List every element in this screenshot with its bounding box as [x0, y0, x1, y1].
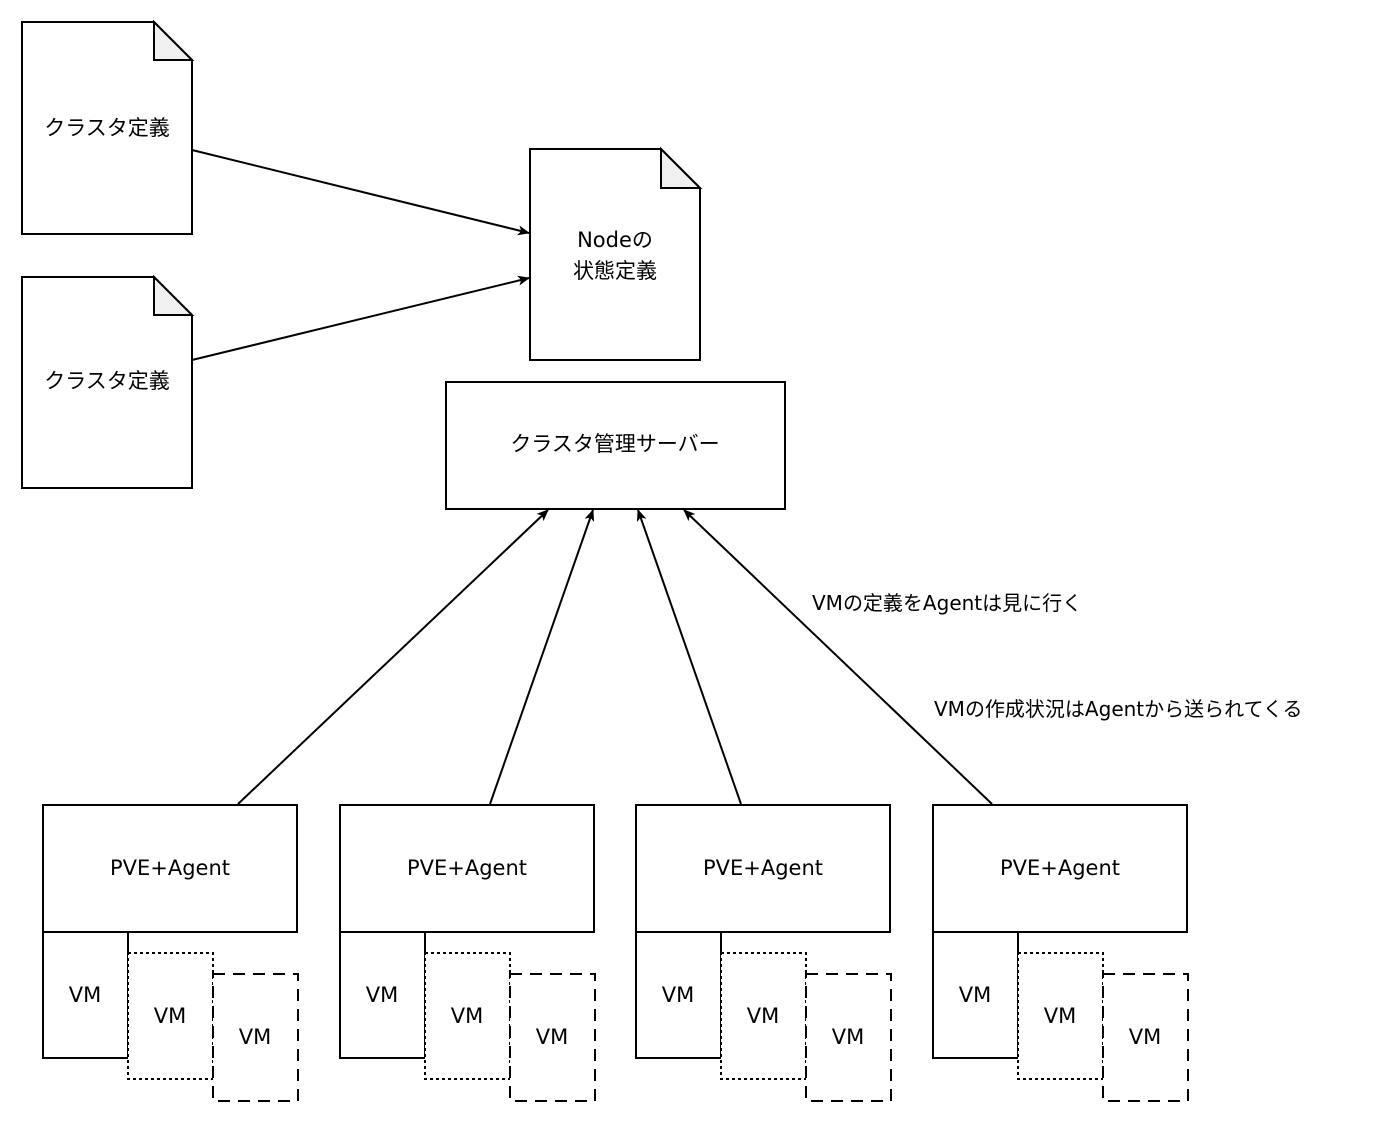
- node-state-label-line-1: Nodeの: [577, 228, 653, 252]
- cluster-management-server: クラスタ管理サーバー: [445, 381, 786, 510]
- vm-label: VM: [366, 983, 398, 1007]
- node-state-label-line-2: 状態定義: [573, 259, 657, 283]
- host-label: PVE+Agent: [110, 856, 230, 880]
- cluster-definition-document-1: クラスタ定義: [21, 19, 195, 235]
- pve-agent-host-4: PVE+Agent VM VM VM: [932, 804, 1189, 1102]
- vm-box-solid: [42, 931, 129, 1059]
- folded-corner-icon: [660, 146, 703, 189]
- vm-box-dotted: [424, 952, 511, 1080]
- vm-box-dotted: [720, 952, 807, 1080]
- vm-label: VM: [154, 1004, 186, 1028]
- folded-corner-icon: [153, 19, 195, 61]
- arrow-host3-to-server: [636, 509, 742, 805]
- vm-label: VM: [959, 983, 991, 1007]
- arrow-host2-to-server: [489, 509, 595, 805]
- vm-label: VM: [451, 1004, 483, 1028]
- vm-status-note: VMの作成状況はAgentから送られてくる: [934, 697, 1303, 721]
- vm-box-dashed: [509, 973, 596, 1102]
- folded-corner-icon: [153, 274, 195, 316]
- server-label: クラスタ管理サーバー: [510, 432, 719, 456]
- vm-box-dashed: [805, 973, 892, 1102]
- vm-label: VM: [1129, 1025, 1161, 1049]
- vm-label: VM: [747, 1004, 779, 1028]
- vm-box-solid: [339, 931, 426, 1059]
- vm-label: VM: [662, 983, 694, 1007]
- cluster-definition-label: クラスタ定義: [44, 369, 170, 393]
- vm-definition-note: VMの定義をAgentは見に行く: [812, 591, 1082, 615]
- vm-box-dotted: [127, 952, 214, 1080]
- arrow-def1-to-node-state: [191, 149, 530, 236]
- host-label: PVE+Agent: [407, 856, 527, 880]
- vm-box-dotted: [1017, 952, 1104, 1080]
- pve-agent-host-2: PVE+Agent VM VM VM: [339, 804, 596, 1102]
- vm-label: VM: [536, 1025, 568, 1049]
- arrow-def2-to-node-state: [191, 275, 530, 361]
- vm-label: VM: [239, 1025, 271, 1049]
- vm-box-solid: [932, 931, 1019, 1059]
- pve-agent-host-3: PVE+Agent VM VM VM: [635, 804, 892, 1102]
- vm-box-dashed: [1102, 973, 1189, 1102]
- arrow-host4-to-server: [683, 509, 993, 805]
- arrow-host1-to-server: [237, 509, 549, 805]
- cluster-definition-document-2: クラスタ定義: [21, 274, 195, 489]
- host-label: PVE+Agent: [703, 856, 823, 880]
- pve-agent-host-1: PVE+Agent VM VM VM: [42, 804, 299, 1102]
- host-label: PVE+Agent: [1000, 856, 1120, 880]
- cluster-definition-label: クラスタ定義: [44, 116, 170, 140]
- vm-box-dashed: [212, 973, 299, 1102]
- vm-label: VM: [1044, 1004, 1076, 1028]
- vm-label: VM: [69, 983, 101, 1007]
- vm-label: VM: [832, 1025, 864, 1049]
- node-state-definition-document: Nodeの 状態定義: [529, 146, 703, 361]
